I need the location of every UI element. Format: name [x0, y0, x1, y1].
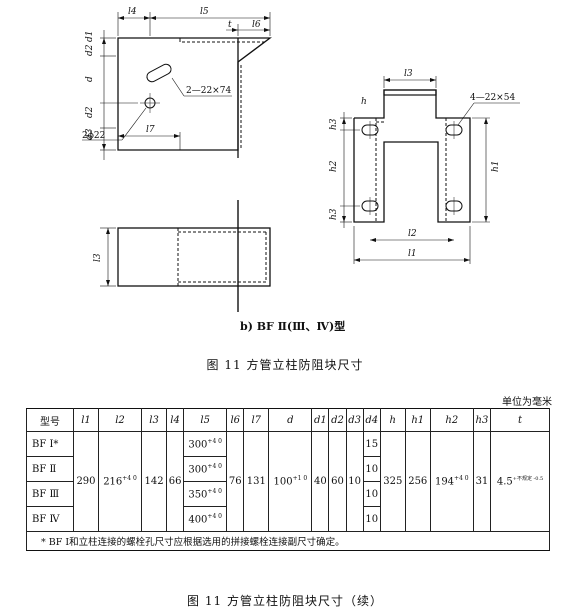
- cell-h: 325: [379, 431, 406, 532]
- cell-model: BF Ⅰ*: [26, 431, 74, 457]
- label-hole: 2ϕ22: [82, 131, 105, 141]
- label-l1: l1: [408, 249, 417, 259]
- blocker-front-outline: [353, 89, 471, 223]
- label-h: h: [361, 97, 367, 107]
- col-l5: l5: [183, 408, 228, 432]
- col-l7: l7: [243, 408, 270, 432]
- blocker-top-outline: [117, 227, 271, 287]
- cell-l5: 400+4 0: [183, 506, 228, 532]
- label-l2: l2: [408, 229, 417, 239]
- cell-l6: 76: [226, 431, 245, 532]
- label-l5: l5: [200, 7, 209, 17]
- figure-caption: 图 11 方管立柱防阻块尺寸: [206, 358, 364, 372]
- label-l3-top: l3: [404, 69, 413, 79]
- table-row: BF Ⅱ 300+4 0 10: [26, 456, 550, 482]
- cell-l7: 131: [243, 431, 270, 532]
- label-h3b: h3: [329, 208, 339, 220]
- cell-model: BF Ⅳ: [26, 506, 74, 532]
- label-l7: l7: [146, 125, 155, 135]
- cell-model: BF Ⅲ: [26, 481, 74, 507]
- cell-d4: 10: [362, 481, 381, 507]
- cell-l5: 300+4 0: [183, 431, 228, 457]
- cell-l5: 350+4 0: [183, 481, 228, 507]
- label-d: d: [85, 76, 95, 82]
- label-d2b: d2: [85, 106, 95, 118]
- figure-subcaption: b) BF Ⅱ(Ⅲ、Ⅳ)型: [240, 320, 346, 333]
- col-l3: l3: [141, 408, 168, 432]
- col-l4: l4: [166, 408, 185, 432]
- table-header-row: 型号 l1 l2 l3 l4 l5 l6 l7 d d1 d2 d3 d4 h …: [26, 408, 550, 432]
- table-note-row: * BF Ⅰ和立柱连接的螺栓孔尺寸应根据选用的拼接螺栓连接副尺寸确定。: [26, 531, 550, 551]
- col-h2: h2: [429, 408, 474, 432]
- col-h1: h1: [404, 408, 431, 432]
- col-h3: h3: [472, 408, 492, 432]
- cell-l2: 216+4 0: [97, 431, 143, 532]
- col-d1: d1: [311, 408, 330, 432]
- label-d3: d3: [85, 128, 95, 140]
- label-slot-left: 2—22×74: [186, 86, 231, 96]
- technical-drawing: l4 l5 t l6 d1 d2 d d2 d3 l7 l3 l3 h3 h2 …: [82, 7, 520, 312]
- slot-left: [146, 63, 172, 83]
- cell-l5: 300+4 0: [183, 456, 228, 482]
- cell-l1: 290: [73, 431, 99, 532]
- col-l1: l1: [73, 408, 99, 432]
- table-note: * BF Ⅰ和立柱连接的螺栓孔尺寸应根据选用的拼接螺栓连接副尺寸确定。: [26, 531, 550, 551]
- cell-h2: 194+4 0: [429, 431, 474, 532]
- table-caption: 图 11 方管立柱防阻块尺寸（续）: [187, 594, 383, 608]
- cell-d2: 60: [328, 431, 347, 532]
- label-l4: l4: [128, 7, 137, 17]
- cell-d1: 40: [311, 431, 330, 532]
- label-h2: h2: [329, 160, 339, 172]
- unit-label: 单位为毫米: [502, 397, 552, 408]
- label-slot-right: 4—22×54: [470, 93, 515, 103]
- cell-t: 4.5+不规定 -0.5: [490, 431, 550, 532]
- cell-h1: 256: [404, 431, 431, 532]
- label-h1: h1: [491, 160, 501, 172]
- label-l6: l6: [252, 20, 261, 30]
- cell-l3: 142: [141, 431, 168, 532]
- dimension-table: 型号 l1 l2 l3 l4 l5 l6 l7 d d1 d2 d3 d4 h …: [26, 408, 550, 551]
- cell-d: 100+1 0: [268, 431, 313, 532]
- label-t: t: [228, 20, 232, 30]
- label-d1: d1: [85, 31, 95, 43]
- col-d: d: [268, 408, 313, 432]
- col-t: t: [490, 408, 550, 432]
- cell-d4: 10: [362, 456, 381, 482]
- cell-d4: 15: [362, 431, 381, 457]
- table-row: BF Ⅰ* 290 216+4 0 142 66 300+4 0 76 131 …: [26, 431, 550, 532]
- col-d2: d2: [328, 408, 347, 432]
- cell-h3: 31: [472, 431, 492, 532]
- label-l3-side: l3: [93, 253, 103, 262]
- col-l2: l2: [97, 408, 143, 432]
- col-l6: l6: [226, 408, 245, 432]
- col-d4: d4: [362, 408, 381, 432]
- cell-l4: 66: [166, 431, 185, 532]
- label-d2: d2: [85, 44, 95, 56]
- col-d3: d3: [345, 408, 364, 432]
- cell-d4: 10: [362, 506, 381, 532]
- col-model: 型号: [26, 408, 74, 432]
- col-h: h: [379, 408, 406, 432]
- table-row: BF Ⅲ 350+4 0 10: [26, 481, 550, 507]
- cell-model: BF Ⅱ: [26, 456, 74, 482]
- label-h3: h3: [329, 118, 339, 130]
- cell-d3: 10: [345, 431, 364, 532]
